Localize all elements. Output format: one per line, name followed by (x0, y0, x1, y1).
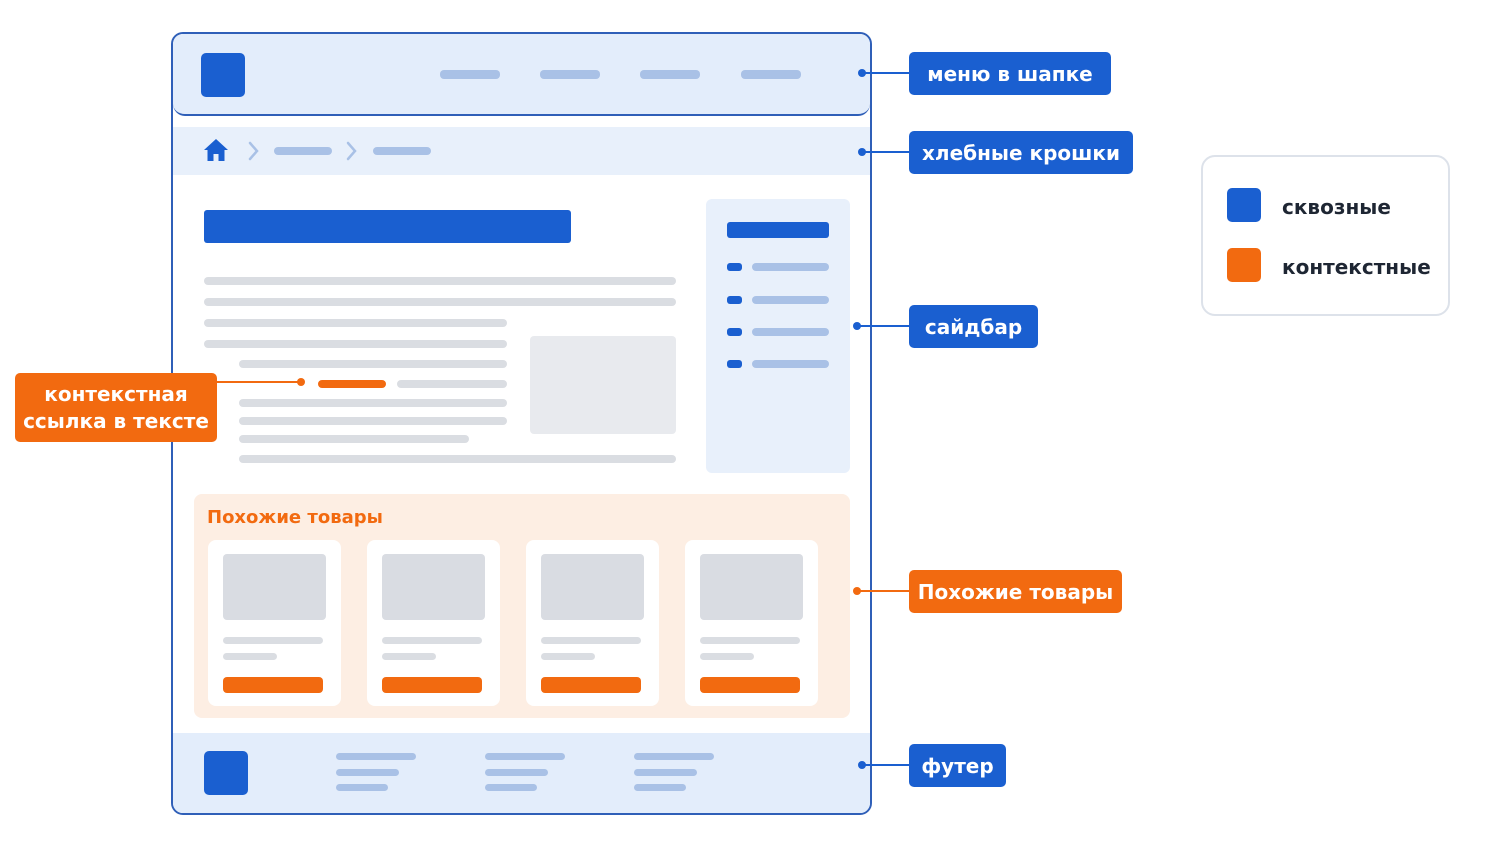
product-text-line (541, 653, 595, 660)
product-card (208, 540, 341, 706)
text-line (204, 340, 507, 348)
product-text-line (382, 653, 436, 660)
sidebar-label: сайдбар (909, 305, 1038, 348)
breadcrumbs-label: хлебные крошки (909, 131, 1133, 174)
content-image (530, 336, 676, 434)
context-link-label: контекстная ссылка в тексте (15, 373, 217, 442)
text-line (204, 298, 676, 306)
legend: сквозные контекстные (1201, 155, 1450, 316)
context-link-label-line: ссылка в тексте (23, 408, 209, 433)
page-title-bar (204, 210, 571, 243)
footer-link (634, 769, 697, 776)
text-line (239, 455, 676, 463)
product-image (223, 554, 326, 620)
related-products-title: Похожие товары (207, 507, 383, 528)
connector-line (857, 590, 910, 592)
text-line (204, 319, 507, 327)
product-card (685, 540, 818, 706)
footer-link (336, 784, 388, 791)
text-line (239, 399, 507, 407)
context-link (318, 380, 386, 388)
product-text-line (541, 637, 641, 644)
text-line (204, 277, 676, 285)
footer-link (485, 769, 548, 776)
nav-item (640, 70, 700, 79)
product-card (367, 540, 500, 706)
header-menu-label: меню в шапке (909, 52, 1111, 95)
home-icon (204, 139, 228, 161)
chevron-right-icon (248, 141, 259, 161)
footer-link (634, 753, 714, 760)
product-image (700, 554, 803, 620)
product-text-line (700, 637, 800, 644)
sidebar-bullet (727, 296, 742, 304)
chevron-right-icon (346, 141, 357, 161)
sidebar-item (752, 328, 829, 336)
product-text-line (700, 653, 754, 660)
nav-item (540, 70, 600, 79)
sidebar-area (706, 199, 850, 473)
header-area (173, 34, 870, 116)
product-button (541, 677, 641, 693)
legend-label-pass-through: сквозные (1282, 195, 1391, 219)
sidebar-item (752, 296, 829, 304)
connector-dot (297, 378, 305, 386)
product-text-line (223, 653, 277, 660)
nav-item (741, 70, 801, 79)
footer-label: футер (909, 744, 1006, 787)
footer-link (336, 753, 416, 760)
product-button (700, 677, 800, 693)
product-image (382, 554, 485, 620)
legend-swatch-blue (1227, 188, 1261, 222)
connector-line (862, 72, 910, 74)
product-text-line (382, 637, 482, 644)
sidebar-item (752, 360, 829, 368)
breadcrumb-item (274, 147, 332, 155)
connector-line (857, 325, 910, 327)
product-button (223, 677, 323, 693)
logo (201, 53, 245, 97)
connector-line (216, 381, 302, 383)
connector-line (862, 764, 910, 766)
nav-item (440, 70, 500, 79)
legend-swatch-orange (1227, 248, 1261, 282)
breadcrumb-item (373, 147, 431, 155)
sidebar-item (752, 263, 829, 271)
text-line (239, 417, 507, 425)
text-line (397, 380, 507, 388)
text-line (239, 435, 469, 443)
sidebar-bullet (727, 328, 742, 336)
sidebar-bullet (727, 263, 742, 271)
page-wireframe: Похожие товары (171, 32, 872, 815)
product-text-line (223, 637, 323, 644)
text-line (239, 360, 507, 368)
related-products-label: Похожие товары (909, 570, 1122, 613)
footer-link (634, 784, 686, 791)
related-products-block: Похожие товары (194, 494, 850, 718)
context-link-label-line: контекстная (44, 381, 188, 406)
sidebar-bullet (727, 360, 742, 368)
footer-area (173, 733, 870, 813)
footer-link (336, 769, 399, 776)
footer-link (485, 753, 565, 760)
legend-label-contextual: контекстные (1282, 255, 1431, 279)
footer-logo (204, 751, 248, 795)
sidebar-title-bar (727, 222, 829, 238)
breadcrumbs-area (173, 127, 870, 175)
footer-link (485, 784, 537, 791)
product-image (541, 554, 644, 620)
connector-line (862, 151, 910, 153)
product-button (382, 677, 482, 693)
product-card (526, 540, 659, 706)
